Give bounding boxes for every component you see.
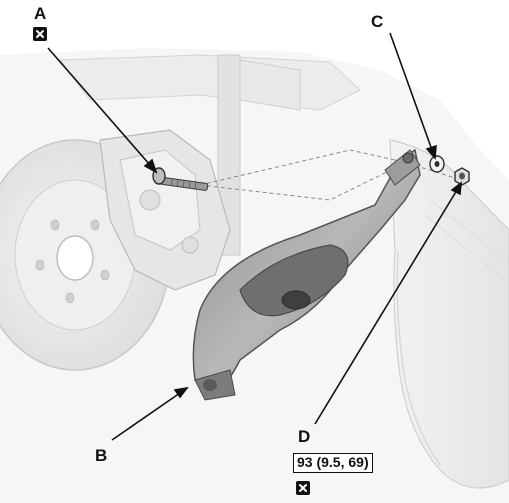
- callout-a: A: [34, 4, 47, 23]
- callout-c: C: [371, 12, 384, 31]
- callout-b: B: [95, 446, 108, 465]
- callout-d: D: [298, 427, 311, 446]
- washer-c: [429, 155, 445, 173]
- caliper-knuckle: [99, 129, 231, 291]
- x-box-icon: [296, 481, 310, 495]
- x-box-icon: [33, 27, 47, 41]
- alignment-dashes: [199, 149, 456, 201]
- leader-lines: [47, 32, 462, 441]
- nut-d: [454, 167, 470, 186]
- lower-control-arm: [192, 148, 421, 401]
- torque-spec-box: 93 (9.5, 69): [293, 453, 373, 474]
